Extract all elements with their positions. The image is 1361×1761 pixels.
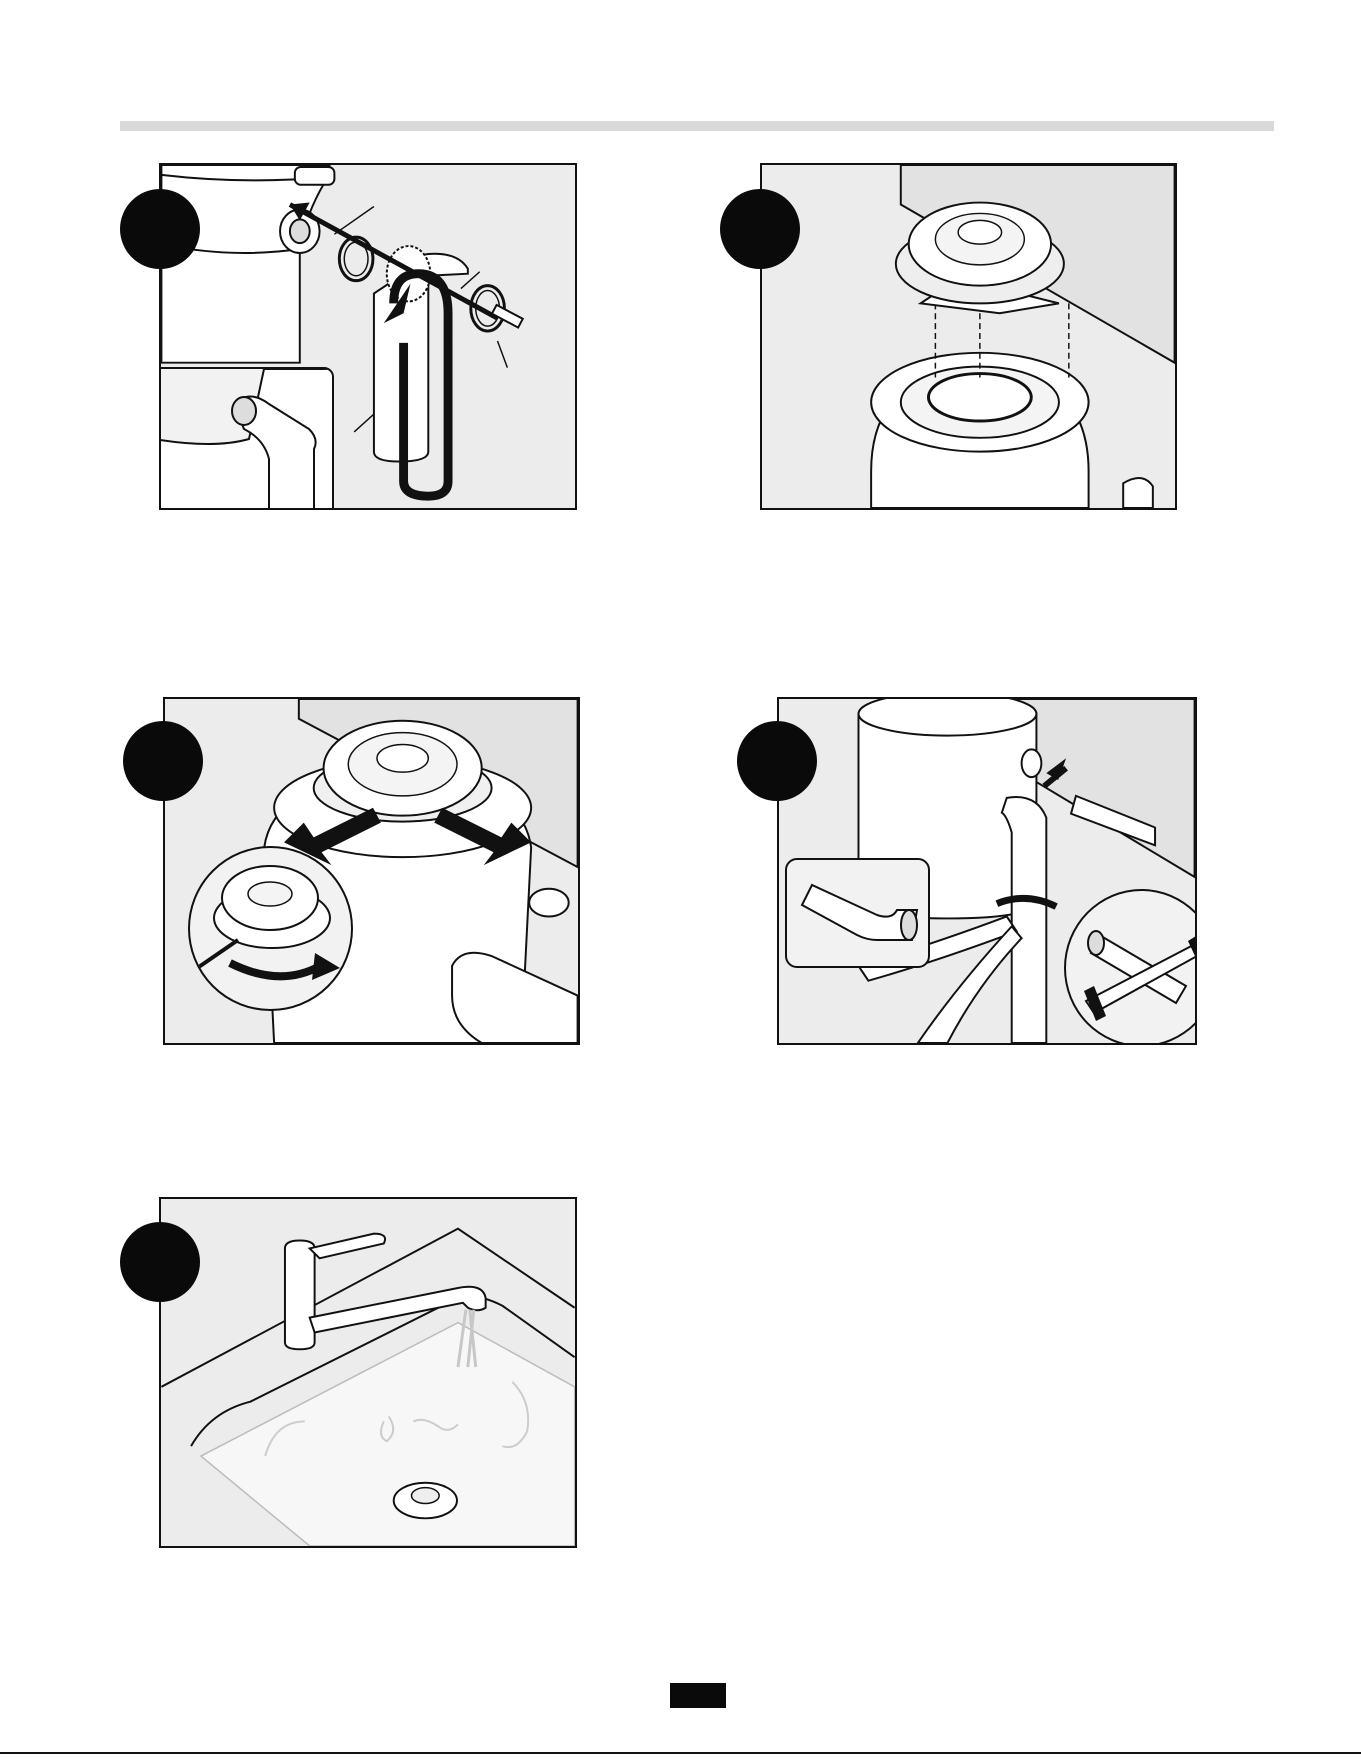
step-c-illustration xyxy=(163,697,580,1045)
page-number-tab xyxy=(670,1683,726,1708)
pipe-inset xyxy=(785,858,930,968)
step-c-number-badge xyxy=(123,721,203,801)
mount-alignment-drawing xyxy=(762,165,1175,508)
step-d-illustration xyxy=(777,697,1197,1045)
inset-pipe-drawing xyxy=(787,860,930,968)
inset-saw-drawing xyxy=(1066,891,1197,1045)
step-e-number-badge xyxy=(120,1222,200,1302)
step-a-number-badge xyxy=(120,189,200,269)
step-d-number-badge xyxy=(737,721,817,801)
step-a-illustration xyxy=(159,163,577,510)
footer-rule xyxy=(0,1752,1361,1754)
sink-faucet-drawing xyxy=(161,1199,575,1546)
step-b-number-badge xyxy=(720,189,800,269)
inset-tube-drawing xyxy=(159,369,334,510)
inset-wrench-drawing xyxy=(190,848,353,1011)
lock-tool-inset xyxy=(188,846,353,1011)
header-rule xyxy=(120,121,1274,131)
tube-inset xyxy=(159,367,334,510)
step-b-illustration xyxy=(760,163,1177,510)
saw-inset xyxy=(1064,889,1197,1045)
step-e-illustration xyxy=(159,1197,577,1548)
